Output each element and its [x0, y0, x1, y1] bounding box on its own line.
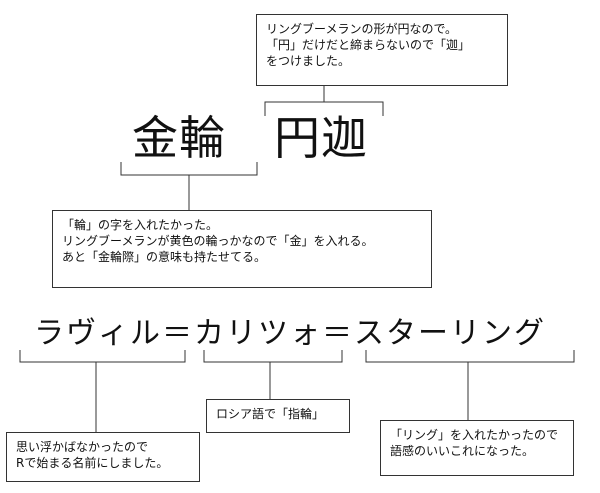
note-line: リングブーメランの形が円なので。 [266, 22, 458, 36]
bracket-ravil [19, 350, 186, 363]
note-top-right: リングブーメランの形が円なので。 「円」だけだと締まらないので「迦」 をつけまし… [256, 14, 508, 86]
kanji-left: 金輪 [132, 111, 226, 165]
note-line: Rで始まる名前にしました。 [16, 456, 169, 470]
note-bottom-left: 思い浮かばなかったので Rで始まる名前にしました。 [6, 432, 200, 482]
character-name: ラヴィル＝カリツォ＝スターリング [34, 316, 546, 351]
note-bottom-right: 「リング」を入れたかったので 語感のいいこれになった。 [380, 420, 574, 476]
note-line: 語感のいいこれになった。 [390, 444, 535, 458]
note-line: ロシア語で「指輪」 [216, 407, 325, 421]
bracket-karitso [203, 350, 343, 363]
kanji-right: 円迦 [274, 111, 368, 165]
note-line: 「円」だけだと締まらないので「迦」 [266, 38, 471, 52]
note-line: 「リング」を入れたかったので [390, 428, 559, 442]
note-middle-left: 「輪」の字を入れたかった。 リングブーメランが黄色の輪っかなので「金」を入れる。… [52, 210, 432, 288]
note-line: 思い浮かばなかったので [16, 440, 149, 454]
note-line: あと「金輪際」の意味も持たせてる。 [62, 250, 267, 264]
bracket-starling [365, 350, 575, 363]
note-line: 「輪」の字を入れたかった。 [62, 218, 219, 232]
note-line: リングブーメランが黄色の輪っかなので「金」を入れる。 [62, 234, 374, 248]
note-line: をつけました。 [266, 54, 351, 68]
note-bottom-middle: ロシア語で「指輪」 [206, 399, 350, 433]
